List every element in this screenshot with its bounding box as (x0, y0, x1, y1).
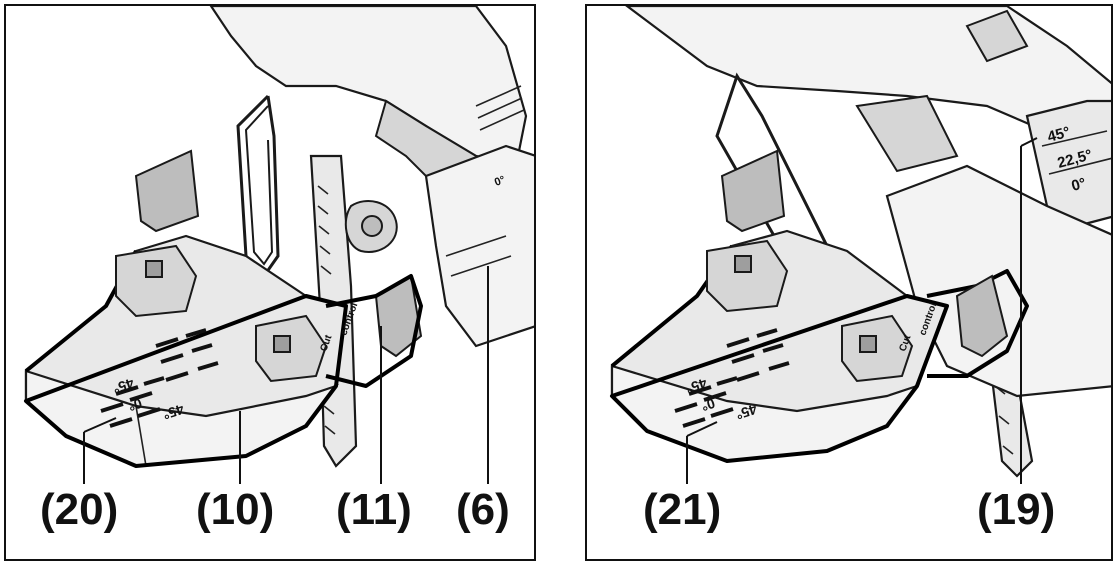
angle-mark-45-b: 45° (161, 401, 186, 423)
callout-10: (10) (196, 485, 275, 534)
cutting-line-markings (100, 328, 219, 428)
cutting-line-markings (674, 328, 790, 428)
motor-housing (209, 6, 528, 168)
rear-bracket (424, 144, 534, 348)
angle-mark-0: 0° (699, 395, 717, 414)
callout-19: (19) (977, 485, 1056, 534)
angle-mark-0: 0° (126, 395, 144, 414)
bevel-scale-0: 0° (493, 174, 507, 189)
angle-mark-45-a: 45° (684, 375, 709, 397)
callout-11: (11) (336, 485, 412, 534)
angle-mark-45-b: 45° (734, 401, 759, 423)
callout-20: (20) (40, 485, 119, 534)
figure-panel-right: 45° 22,5° 0° (585, 4, 1113, 561)
lever-right (955, 274, 1009, 358)
callout-6: (6) (456, 485, 510, 534)
jigsaw-illustration-left: 45° 0° 45° 0° Cut control (24, 6, 534, 484)
angle-mark-45-a: 45° (111, 375, 136, 397)
jigsaw-illustration-right: 45° 22,5° 0° (610, 6, 1111, 484)
splinter-guard-clip-left (706, 239, 789, 313)
lever (720, 149, 786, 233)
splinter-guard-clip-left (115, 244, 198, 318)
figure-panel-left: 45° 0° 45° 0° Cut control (20) (10) (11)… (4, 4, 536, 561)
housing-window (855, 94, 959, 173)
lever (134, 149, 200, 233)
callout-21: (21) (643, 485, 722, 534)
bevel-scale-0: 0° (1070, 175, 1088, 195)
